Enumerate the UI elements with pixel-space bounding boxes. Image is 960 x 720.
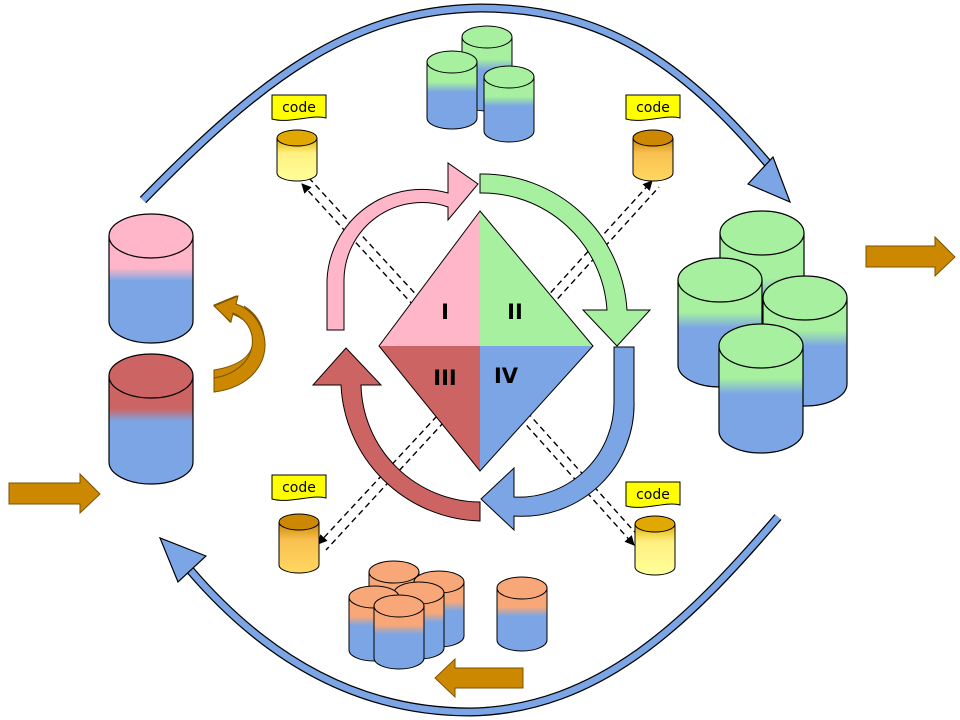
cycle-arrow-blue (480, 346, 635, 532)
quadrant-4-label: IV (494, 364, 519, 388)
code-tag-top-right: code (625, 94, 681, 121)
code-cylinder-bottom-right (634, 515, 676, 576)
dashed-arrow-top-left (301, 177, 422, 307)
cylinder-right-green-front (718, 323, 804, 454)
cylinder-top-green-right (483, 65, 535, 143)
gold-arrow-bottom-left (434, 657, 524, 699)
cylinder-top-green-left (426, 50, 478, 130)
cylinder-bottom-orange-single (496, 576, 548, 652)
code-tag-bottom-left: code (271, 474, 327, 501)
code-cylinder-bottom-left (278, 513, 320, 574)
gold-curved-arrow-body (213, 295, 266, 393)
outer-bottom-arrow (158, 514, 782, 717)
code-tag-bottom-left-text: code (282, 480, 316, 496)
cylinder-red-left (108, 353, 194, 485)
code-tag-bottom-right: code (625, 481, 681, 508)
code-cylinder-top-left (276, 129, 318, 182)
quadrant-2-label: II (507, 300, 523, 324)
code-tag-bottom-right-text: code (636, 487, 670, 503)
center-diamond: I II III IV (378, 210, 594, 472)
quadrant-3-label: III (433, 366, 456, 390)
outer-top-arrow (139, 3, 792, 204)
cylinder-pink-left (108, 213, 194, 344)
cycle-arrow-pink (326, 162, 479, 331)
code-tag-top-left-text: code (282, 100, 316, 116)
cycle-arrow-green (479, 173, 652, 347)
gold-arrow-right-out (865, 235, 956, 278)
code-tag-top-right-text: code (636, 100, 670, 116)
code-cylinder-top-right (632, 129, 674, 182)
cycle-arrow-red (311, 347, 481, 522)
dashed-arrow-bottom-left (317, 415, 445, 551)
cylinder-bottom-orange-5 (373, 594, 425, 670)
gold-arrow-left-in (8, 472, 101, 515)
quadrant-1-label: I (441, 300, 449, 324)
code-tag-top-left: code (271, 94, 327, 121)
